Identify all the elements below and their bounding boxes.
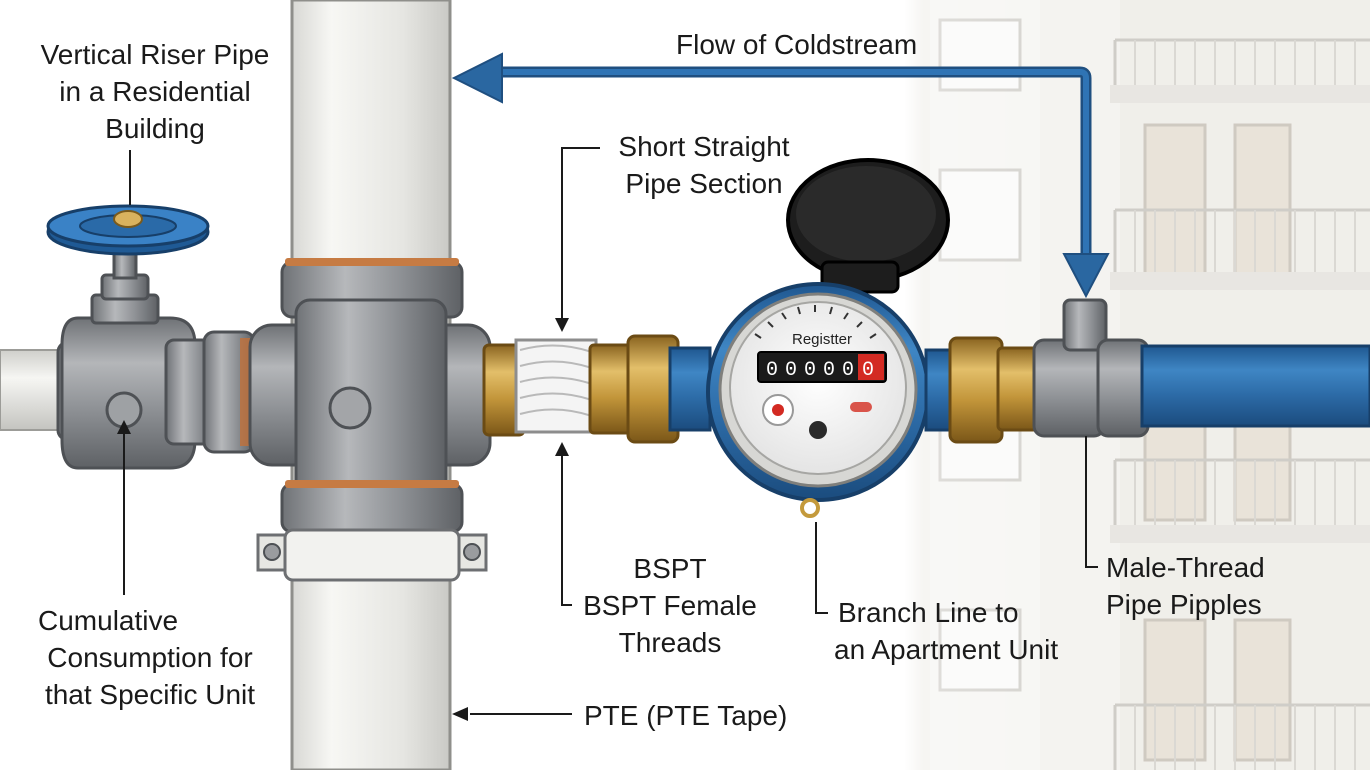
label-line: Male-Thread (1106, 552, 1265, 583)
leader-lines (123, 147, 1098, 715)
meter-lid (786, 158, 950, 294)
label-line: Pipe Pipples (1106, 589, 1262, 620)
meter-black-knob (809, 421, 827, 439)
label-pte-tape: PTE (PTE Tape) (584, 700, 788, 731)
meter-counter: 0 0 0 0 0 (766, 359, 854, 382)
meter-face-label: Registter (792, 331, 852, 348)
label-line: Short Straight (618, 131, 790, 162)
male-thread-pipe-nipples (924, 298, 1150, 444)
water-meter: Registter 0 0 0 0 0 0 (706, 158, 950, 518)
meter-digit: 0 (804, 359, 816, 382)
meter-seal-ring-icon (800, 498, 820, 518)
tee-fitting (248, 258, 492, 582)
label-cumulative-consumption: Cumulative Consumption for that Specific… (20, 602, 280, 713)
label-line: Branch Line to (838, 597, 1019, 628)
meter-red-digit: 0 (862, 359, 874, 382)
label-line: BSPT (633, 553, 707, 584)
short-straight-pipe-section (482, 334, 712, 444)
leader-arrowheads (117, 318, 569, 721)
label-line: in a Residential (59, 76, 251, 107)
label-line: Consumption for (47, 642, 253, 673)
label-line: Cumulative (38, 605, 179, 636)
label-bspt-threads: BSPT BSPT Female Threads (570, 550, 770, 661)
label-line: that Specific Unit (44, 679, 256, 710)
meter-digit: 0 (785, 359, 797, 382)
label-male-thread-pipe: Male-Thread Pipe Pipples (1106, 549, 1265, 623)
branch-line-pipe (1140, 344, 1370, 428)
label-line: Vertical Riser Pipe (40, 39, 270, 70)
label-line: Pipe Section (625, 168, 783, 199)
label-short-straight-pipe: Short Straight Pipe Section (604, 128, 804, 202)
meter-digit: 0 (766, 359, 778, 382)
meter-digit: 0 (823, 359, 835, 382)
meter-dial-ticks (754, 305, 877, 339)
flow-arrow-icon (451, 52, 1110, 299)
label-line: BSPT Female (583, 590, 757, 621)
label-line: Threads (618, 627, 722, 658)
label-vertical-riser-pipe: Vertical Riser Pipe in a Residential Bui… (10, 36, 300, 147)
label-flow-of-coldstream: Flow of Coldstream (676, 29, 918, 60)
label-line: Building (105, 113, 205, 144)
label-branch-line: Branch Line to an Apartment Unit (834, 594, 1058, 668)
label-line: an Apartment Unit (834, 634, 1059, 665)
valve-handwheel-icon (46, 204, 210, 256)
pte-tape-wrap (519, 344, 593, 417)
meter-digit: 0 (842, 359, 854, 382)
gate-valve (46, 204, 256, 470)
